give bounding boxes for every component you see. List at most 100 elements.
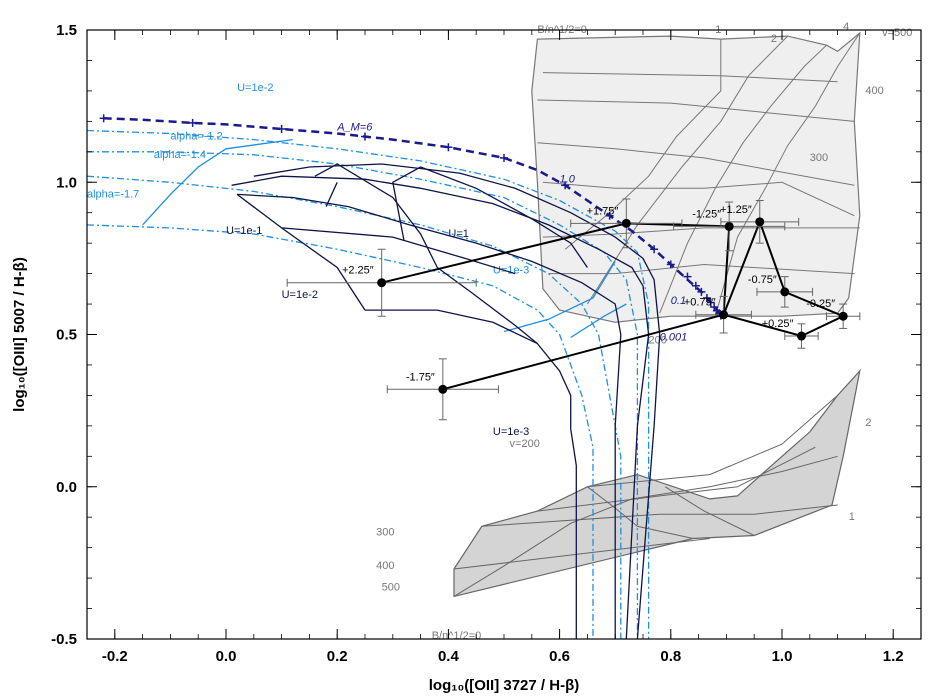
data-point: [724, 221, 734, 231]
precursor-grid-label: 2: [865, 417, 871, 429]
x-tick-label: 0.0: [216, 648, 237, 665]
data-point-label: -1.75″: [406, 371, 435, 383]
y-axis-label: log₁₀([OIII] 5007 / H-β): [11, 257, 28, 412]
agn-alpha-label: alpha=-1.4: [154, 149, 206, 161]
agn-track-label: A_M=6: [336, 121, 373, 133]
agn-alpha-label: U=1e-3: [493, 265, 529, 277]
precursor-grid-area: [453, 369, 861, 598]
data-point: [755, 217, 765, 227]
precursor-grid-label: v=200: [510, 438, 540, 450]
precursor-grid-line: [537, 446, 816, 512]
agn-ionization-line: [281, 227, 516, 275]
agn-alpha-line: [570, 303, 627, 339]
data-point-label: -0.75″: [748, 274, 777, 286]
y-tick-label: 1.5: [56, 22, 77, 39]
data-point: [438, 384, 448, 394]
shock-precursor-grid: v=200 300 400 500 1 2B/n^1/2=0: [376, 369, 872, 642]
agn-ionization-line: [236, 193, 366, 311]
agn-alpha-label: alpha=-1.2: [170, 131, 222, 143]
shock-grid-label: 400: [865, 85, 883, 97]
y-tick-label: 0.5: [56, 327, 77, 344]
agn-track-label: 1.0: [560, 173, 576, 185]
shock-grid-line: [714, 32, 861, 317]
agn-alpha-line: [142, 138, 293, 226]
agn-ionization-label: U=1e-3: [493, 426, 529, 438]
data-point-label: -0.25″: [806, 298, 835, 310]
data-point: [719, 310, 729, 320]
precursor-grid-label: 1: [849, 511, 855, 523]
shock-grid-line: [659, 44, 827, 314]
agn-alpha-line: [87, 151, 639, 639]
precursor-grid-line: [453, 455, 838, 597]
data-point: [796, 331, 806, 341]
agn-alpha-grid: alpha=-1.2alpha=-1.4alpha=-1.7U=1e-2U=1e…: [86, 82, 650, 639]
data-point: [838, 311, 848, 321]
agn-track-label: 0.1: [671, 295, 686, 307]
shock-grid-line: [564, 39, 722, 250]
agn-alpha-line: [503, 261, 616, 333]
agn-alpha-label: alpha=-1.7: [87, 188, 139, 200]
agn-alpha-line: [86, 129, 650, 639]
x-tick-label: 0.2: [327, 648, 348, 665]
agn-ionization-line: [325, 182, 338, 207]
data-point: [377, 278, 387, 288]
data-points: +2.25″-1.75″+1.75″-1.25″+1.25″-0.75″+0.7…: [286, 198, 861, 421]
x-axis-label: log₁₀([OII] 3727 / H-β): [429, 677, 579, 694]
x-tick-label: 0.4: [438, 648, 460, 665]
agn-ionization-line: [636, 334, 661, 640]
agn-alpha-line: [86, 175, 622, 639]
agn-ionization-label: U=1: [448, 228, 469, 240]
precursor-grid-label: 300: [376, 526, 394, 538]
precursor-grid-label: 400: [376, 560, 394, 572]
agn-ionization-line: [614, 334, 622, 639]
agn-ionization-label: U=1e-2: [282, 289, 318, 301]
precursor-grid-label: 500: [382, 581, 400, 593]
agn-ionization-label: U=1e-1: [226, 225, 262, 237]
data-point-label: +0.25″: [762, 318, 794, 330]
data-point-label: +1.75″: [587, 205, 619, 217]
x-tick-label: 0.8: [660, 648, 681, 665]
shock-grid-line: [537, 142, 855, 186]
x-tick-label: -0.2: [102, 648, 128, 665]
shock-grid-line: [542, 181, 855, 217]
data-point-label: +2.25″: [342, 265, 374, 277]
agn-track-label: 0.001: [660, 332, 688, 344]
precursor-grid-line: [664, 486, 755, 536]
precursor-grid-line: [481, 504, 838, 527]
y-tick-label: 0.0: [56, 479, 77, 496]
agn-ionization-line: [253, 163, 661, 335]
shock-grid-label: 300: [810, 152, 828, 164]
agn-track: A_M=6 1.0 0.1 0.001: [99, 114, 725, 344]
data-point-label: +1.25″: [720, 204, 752, 216]
x-tick-label: 1.2: [883, 648, 904, 665]
shock-grid-line: [586, 35, 788, 305]
agn-ionization-line: [392, 166, 588, 268]
precursor-grid-line: [453, 538, 710, 570]
agn-ionization-line: [237, 193, 622, 335]
data-point: [780, 287, 790, 297]
agn-alpha-line: [86, 224, 594, 639]
data-point: [621, 218, 631, 228]
shock-grid-line: [537, 99, 855, 122]
axes-frame: -0.2 0.0 0.2 0.4 0.6 0.8 1.0 1.2 -0.5 0.0 0.5 1.0 1.…: [51, 22, 922, 665]
agn-alpha-label: U=1e-2: [237, 82, 273, 94]
agn-ionization-line: [314, 163, 538, 345]
shock-grid-label: 200: [649, 335, 667, 347]
agn-ionization-line: [570, 428, 577, 639]
precursor-grid-line: [587, 486, 694, 539]
shock-grid-label: 4: [843, 21, 849, 33]
x-tick-label: 0.6: [549, 648, 570, 665]
precursor-grid-label: B/n^1/2=0: [432, 630, 482, 642]
shock-grid-label: v=500: [882, 27, 912, 39]
agn-ionization-line: [231, 175, 650, 335]
x-tick-label: 1.0: [772, 648, 793, 665]
agn-ionization-line: [625, 334, 650, 640]
data-point-label: +0.75″: [684, 297, 716, 309]
y-tick-label: 1.0: [56, 174, 77, 191]
shock-grid-line: [548, 263, 855, 275]
data-path: [381, 218, 846, 391]
y-tick-label: -0.5: [51, 631, 77, 648]
precursor-grid-line: [587, 395, 838, 488]
